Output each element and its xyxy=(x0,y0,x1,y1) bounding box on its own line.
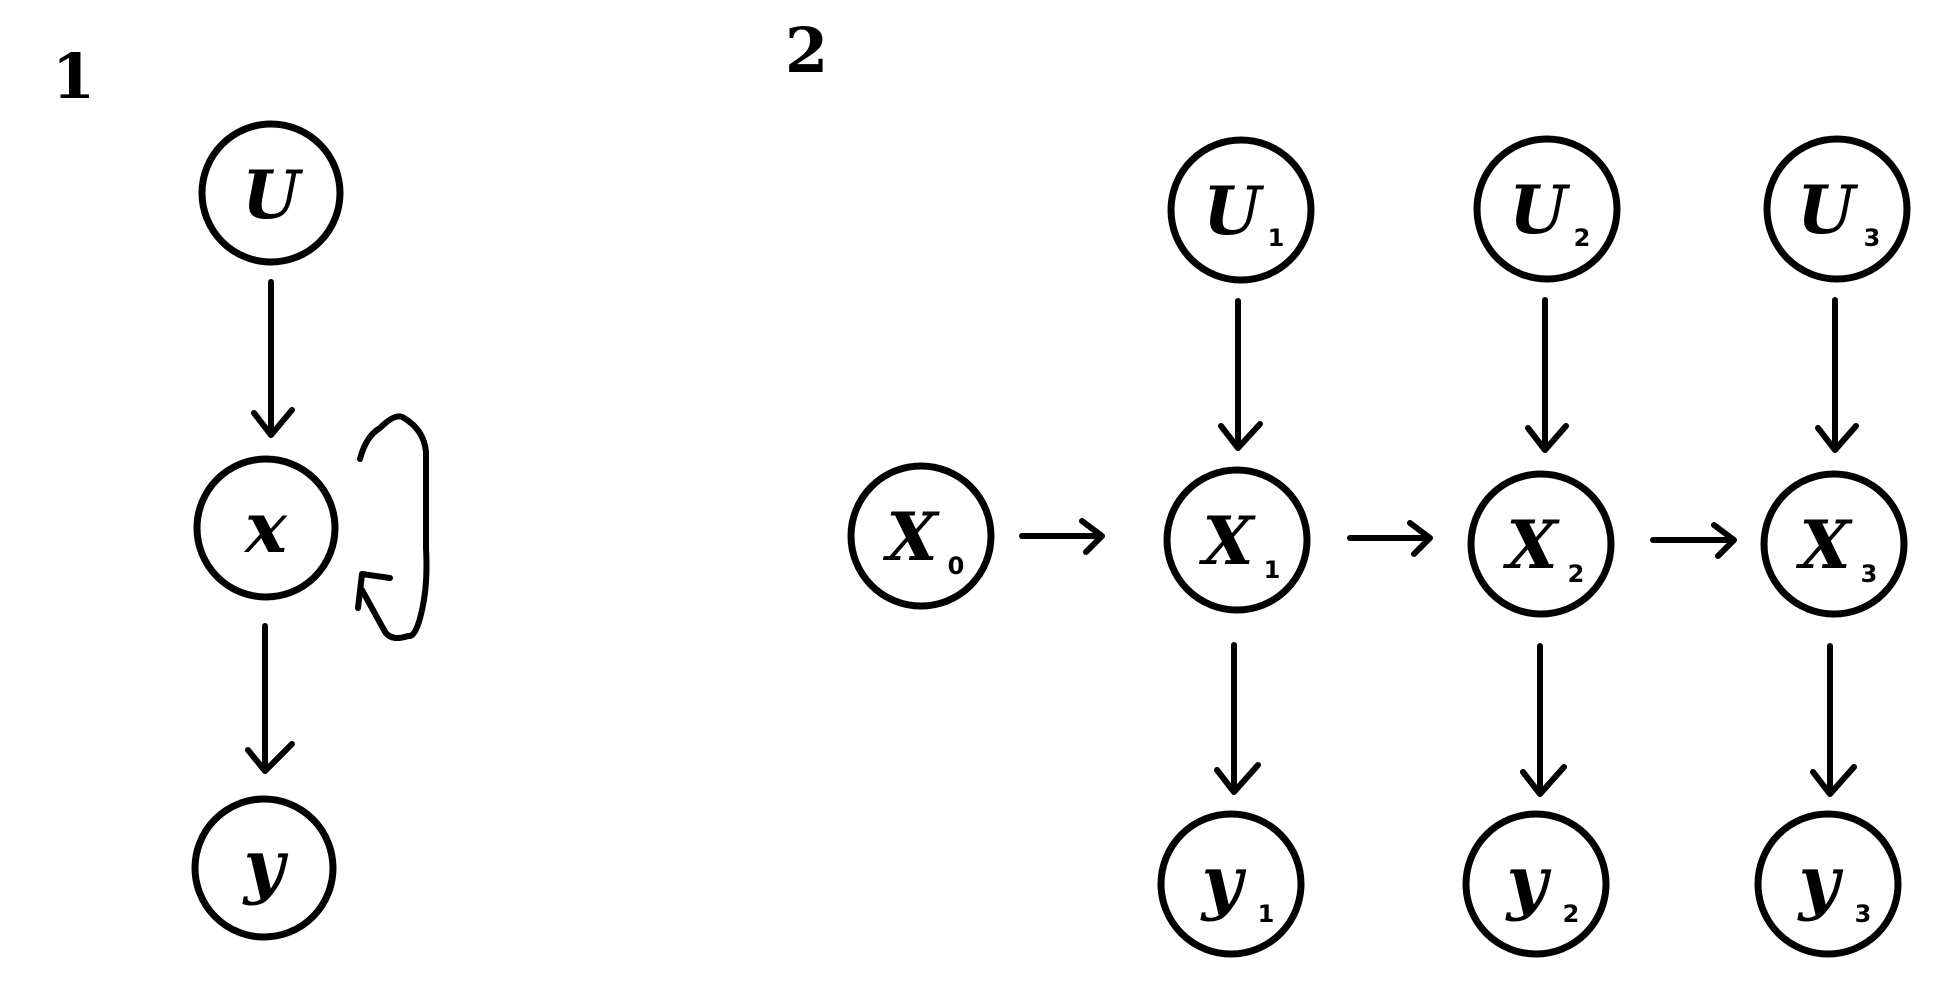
node-u2-label: U xyxy=(1509,171,1570,249)
node-u-label: U xyxy=(242,156,303,234)
panel-number-2: 2 xyxy=(785,14,828,87)
node-u3-label: U xyxy=(1797,171,1858,249)
node-y1-subscript: 1 xyxy=(1258,900,1275,928)
node-x-label: x xyxy=(243,486,288,569)
node-y2-label: y xyxy=(1505,840,1552,923)
edge-x2-to-y2 xyxy=(1520,643,1567,797)
node-y1-label: y xyxy=(1200,840,1247,923)
node-u1-subscript: 1 xyxy=(1268,224,1285,252)
node-x1-label: X xyxy=(1198,502,1256,580)
edge-x2-to-x3 xyxy=(1650,522,1737,559)
node-u3: U 3 xyxy=(1763,135,1911,283)
edge-x1-to-y1 xyxy=(1214,642,1261,795)
node-u1-label: U xyxy=(1203,172,1264,250)
node-y2: y 2 xyxy=(1462,810,1610,958)
node-y3-subscript: 3 xyxy=(1855,900,1872,928)
edge-x1-to-x2 xyxy=(1347,520,1433,557)
node-y-label: y xyxy=(242,824,289,907)
node-x2: X 2 xyxy=(1467,470,1615,618)
edge-x-self-loop xyxy=(355,413,430,641)
node-y2-subscript: 2 xyxy=(1563,900,1580,928)
node-y3-label: y xyxy=(1797,840,1844,923)
node-u: U xyxy=(198,120,344,266)
diagram-2: U 1 U 2 U 3 X 0 X 1 X 2 xyxy=(847,135,1911,958)
edge-u1-to-x1 xyxy=(1218,298,1263,451)
node-u3-subscript: 3 xyxy=(1864,224,1881,252)
node-x0: X 0 xyxy=(847,462,995,610)
node-x2-subscript: 2 xyxy=(1568,560,1585,588)
node-x2-label: X xyxy=(1502,506,1560,584)
node-u1: U 1 xyxy=(1167,136,1315,284)
edge-x0-to-x1 xyxy=(1019,518,1105,555)
node-y1: y 1 xyxy=(1157,810,1305,958)
node-x: x xyxy=(193,455,339,601)
node-x0-label: X xyxy=(882,498,940,576)
node-u2: U 2 xyxy=(1473,135,1621,283)
diagram-1: U x y xyxy=(191,120,430,941)
node-x0-subscript: 0 xyxy=(948,552,965,580)
node-u2-subscript: 2 xyxy=(1574,224,1591,252)
node-y: y xyxy=(191,795,337,941)
edge-u-to-x xyxy=(251,279,295,438)
edge-x-to-y xyxy=(245,623,295,774)
edge-u2-to-x2 xyxy=(1525,297,1569,453)
node-x3-label: X xyxy=(1795,506,1853,584)
node-x3-subscript: 3 xyxy=(1861,560,1878,588)
node-y3: y 3 xyxy=(1754,810,1902,958)
node-x3: X 3 xyxy=(1760,470,1908,618)
node-x1: X 1 xyxy=(1163,466,1311,614)
edge-u3-to-x3 xyxy=(1815,297,1859,453)
node-x1-subscript: 1 xyxy=(1264,556,1281,584)
panel-number-1: 1 xyxy=(52,40,95,113)
edge-x3-to-y3 xyxy=(1810,643,1857,797)
